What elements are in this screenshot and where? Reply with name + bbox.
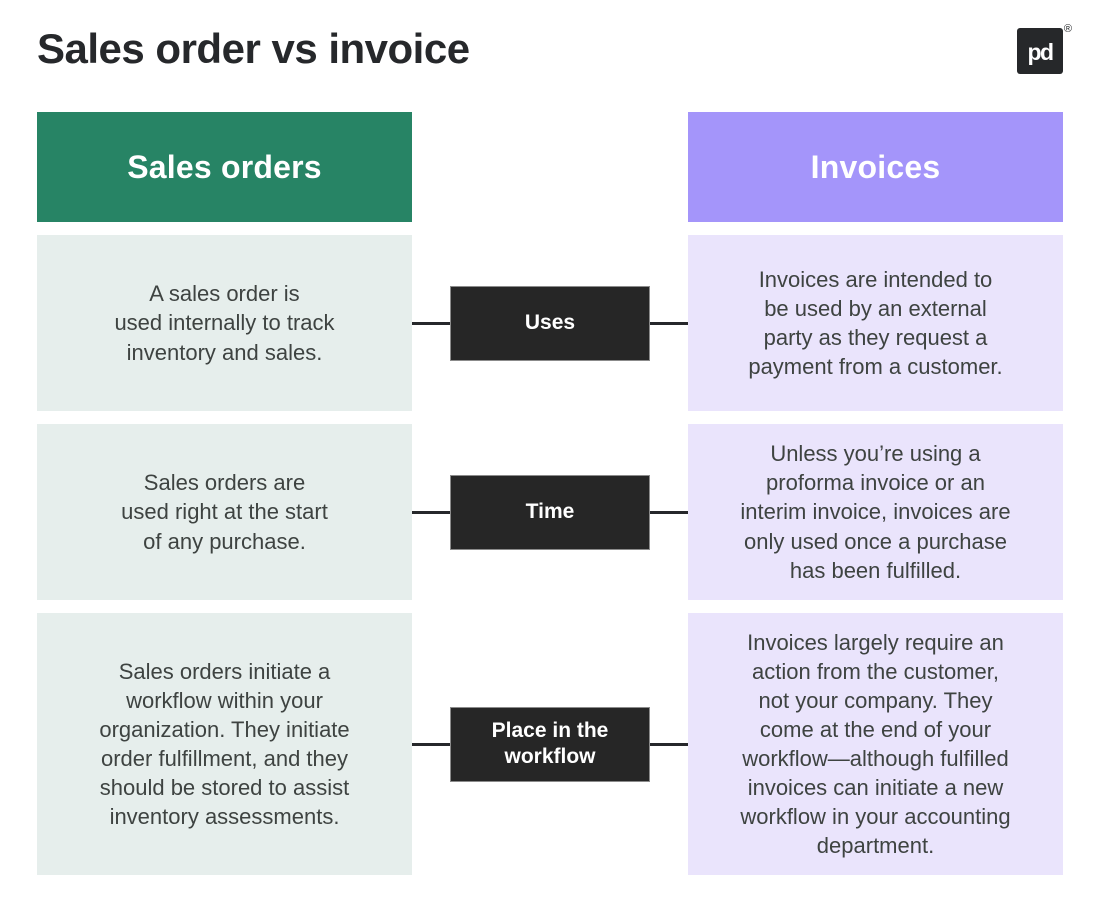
pandadoc-logo-glyph: pd (1027, 38, 1054, 65)
connector-area: Uses (412, 235, 688, 411)
connector-line-right (650, 742, 688, 746)
sales-orders-header: Sales orders (37, 112, 412, 222)
comparison-row-time: Sales orders are used right at the start… (37, 424, 1063, 600)
invoices-uses-cell: Invoices are intended to be used by an e… (688, 235, 1063, 411)
sales-orders-uses-cell: A sales order is used internally to trac… (37, 235, 412, 411)
row-label-uses: Uses (450, 285, 650, 361)
invoices-workflow-cell: Invoices largely require an action from … (688, 613, 1063, 875)
column-headers: Sales orders Invoices (37, 112, 1063, 222)
row-label-time: Time (450, 474, 650, 550)
sales-orders-time-cell: Sales orders are used right at the start… (37, 424, 412, 600)
row-label-workflow: Place in the workflow (450, 706, 650, 782)
connector-line-left (412, 742, 450, 746)
connector-line-right (650, 510, 688, 514)
comparison-row-uses: A sales order is used internally to trac… (37, 235, 1063, 411)
connector-area: Place in the workflow (412, 613, 688, 875)
header-spacer (412, 112, 688, 222)
invoices-time-cell: Unless you’re using a proforma invoice o… (688, 424, 1063, 600)
comparison-row-workflow: Sales orders initiate a workflow within … (37, 613, 1063, 875)
connector-area: Time (412, 424, 688, 600)
connector-line-right (650, 321, 688, 325)
connector-line-left (412, 510, 450, 514)
invoices-header: Invoices (688, 112, 1063, 222)
sales-orders-workflow-cell: Sales orders initiate a workflow within … (37, 613, 412, 875)
registered-trademark-symbol: ® (1063, 23, 1072, 35)
connector-line-left (412, 321, 450, 325)
page-title: Sales order vs invoice (37, 25, 470, 72)
pandadoc-logo: pd ® (1017, 23, 1072, 74)
